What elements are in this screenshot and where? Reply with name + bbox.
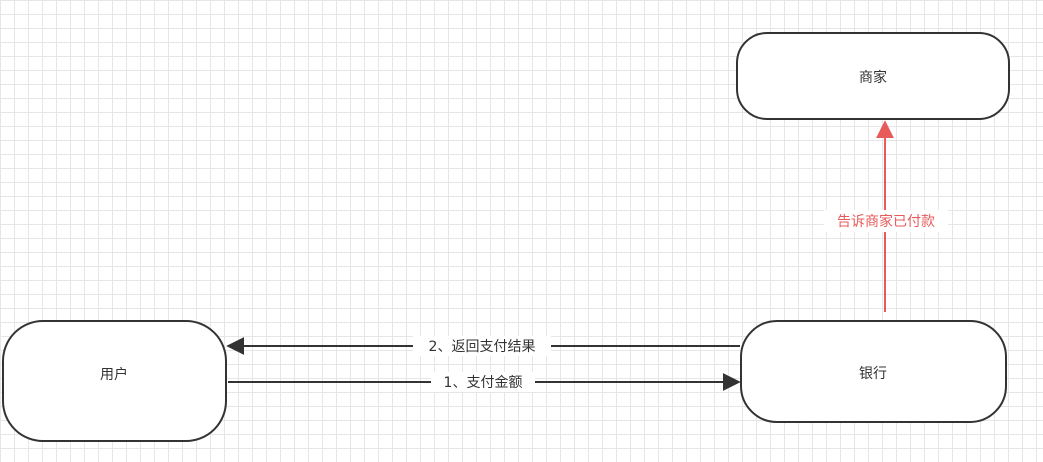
node-merchant-shape[interactable] — [736, 32, 1010, 120]
node-bank[interactable]: 银行 — [740, 320, 1007, 423]
edge-notify-merchant[interactable]: 告诉商家已付款 — [824, 120, 948, 312]
edge-notify-merchant-label: 告诉商家已付款 — [837, 213, 935, 230]
edge-pay-amount-label-bg — [431, 372, 535, 392]
node-user-shape[interactable] — [2, 320, 227, 442]
node-bank-label: 银行 — [859, 366, 887, 382]
node-merchant[interactable]: 商家 — [736, 32, 1010, 120]
node-bank-shape[interactable] — [740, 320, 1007, 423]
node-merchant-label: 商家 — [859, 69, 887, 86]
edge-pay-amount-label: 1、支付金额 — [444, 375, 523, 391]
edge-return-result-label: 2、返回支付结果 — [429, 339, 536, 355]
edge-notify-merchant-label-bg — [824, 210, 948, 232]
edge-pay-amount[interactable]: 1、支付金额 — [228, 372, 741, 392]
node-user-label: 用户 — [100, 366, 128, 383]
edge-return-result-label-bg — [413, 336, 551, 356]
edge-return-result[interactable]: 2、返回支付结果 — [226, 336, 740, 356]
node-user[interactable]: 用户 — [2, 320, 227, 442]
